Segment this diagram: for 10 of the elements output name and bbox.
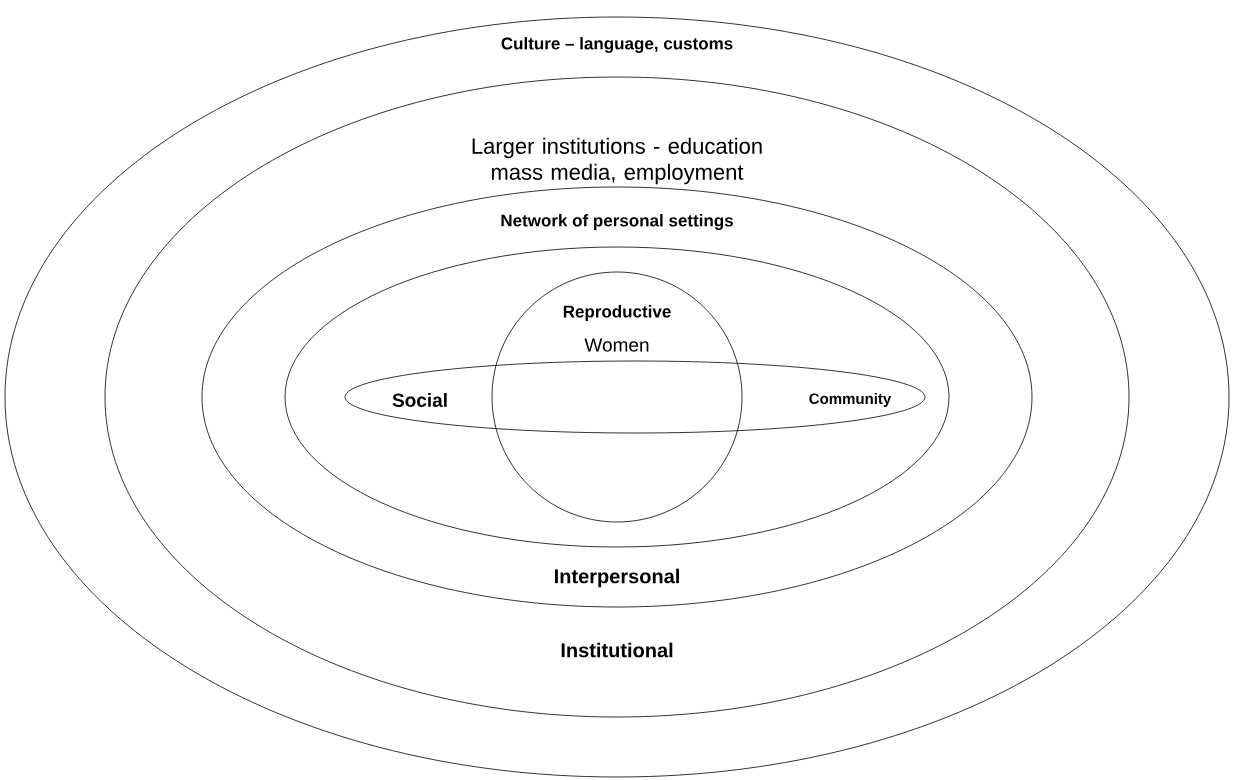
ellipse [284, 246, 950, 548]
ring-label: Culture – language, customs [501, 37, 733, 53]
ring-label: Social [392, 393, 447, 407]
ring-label: Reproductive [563, 305, 671, 321]
ring-label: Community [809, 393, 892, 407]
ring-label: Women [584, 338, 649, 352]
ring-label: Institutional [561, 642, 673, 658]
ring-label: Network of personal settings [501, 214, 733, 230]
ring-label: Larger institutions - education mass media, employment [472, 137, 762, 185]
ring-label: Interpersonal [555, 568, 679, 588]
